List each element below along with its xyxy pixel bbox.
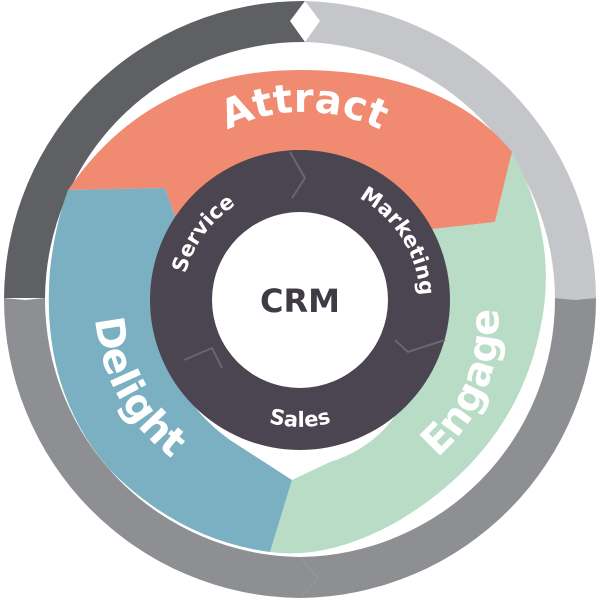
outer-ring-segment-mid (300, 298, 597, 598)
crm-core (212, 212, 388, 388)
outer-ring-segment-light (305, 1, 596, 300)
outer-ring-segment-dark (4, 0, 305, 298)
inner-ring-divider (394, 339, 446, 354)
engage-stage (270, 152, 546, 554)
inner-ring-divider (289, 151, 307, 199)
crm-label: CRM (260, 282, 340, 320)
inner-ring-divider (183, 346, 223, 369)
sales-label: Sales (268, 404, 333, 432)
outer-ring-segment-left-lower (3, 298, 318, 598)
